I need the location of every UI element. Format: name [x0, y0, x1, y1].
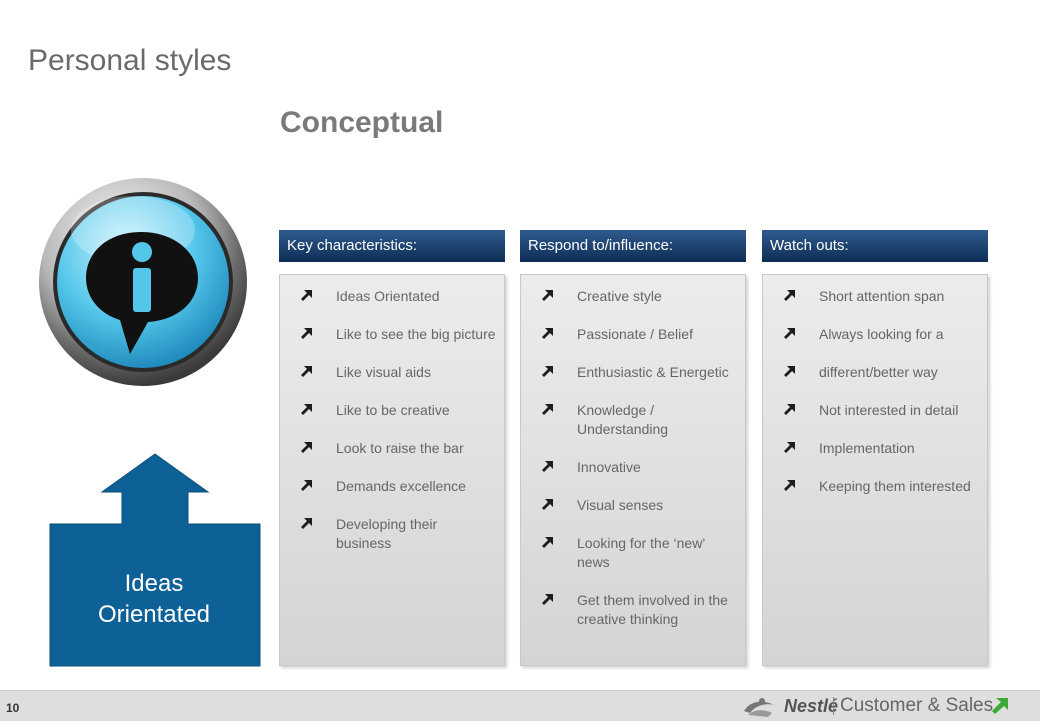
diagonal-arrow-icon [542, 404, 553, 415]
list-item: Creative style [541, 287, 737, 306]
diagonal-arrow-icon [301, 442, 312, 453]
list-item-label: Innovative [577, 459, 641, 475]
arrow-label: Ideas Orientated [48, 568, 260, 630]
slide-title: Personal styles [28, 44, 232, 77]
list-item-label: Look to raise the bar [336, 440, 464, 456]
nest-logo-icon [744, 698, 774, 717]
list-item: Not interested in detail [783, 401, 979, 420]
list-item-label: Developing their business [336, 516, 438, 551]
diagonal-arrow-icon [542, 499, 553, 510]
diagonal-arrow-icon [784, 328, 795, 339]
list-item: Always looking for a [783, 325, 979, 344]
diagonal-arrow-icon [542, 537, 553, 548]
diagonal-arrow-icon [301, 480, 312, 491]
list-item: Keeping them interested [783, 477, 979, 496]
diagonal-arrow-icon [542, 328, 553, 339]
diagonal-arrow-icon [784, 290, 795, 301]
column-body: Creative style Passionate / Belief Enthu… [520, 274, 746, 666]
column-body: Short attention span Always looking for … [762, 274, 988, 666]
list-item: Implementation [783, 439, 979, 458]
page-number: 10 [6, 701, 20, 715]
list-item-label: Enthusiastic & Energetic [577, 364, 729, 380]
list-item: Passionate / Belief [541, 325, 737, 344]
list-item-label: Implementation [819, 440, 915, 456]
column-key-characteristics: Key characteristics: Ideas Orientated Li… [279, 230, 505, 666]
column-watch-outs: Watch outs: Short attention span Always … [762, 230, 988, 666]
column-body: Ideas Orientated Like to see the big pic… [279, 274, 505, 666]
list-item-label: Get them involved in the creative thinki… [577, 592, 728, 627]
green-arrow-icon [992, 698, 1008, 714]
list-item-label: Keeping them interested [819, 478, 971, 494]
diagonal-arrow-icon [784, 480, 795, 491]
column-respond-influence: Respond to/influence: Creative style Pas… [520, 230, 746, 666]
list-item: different/better way [783, 363, 979, 382]
list-item: Enthusiastic & Energetic [541, 363, 737, 382]
list-item: Like visual aids [300, 363, 496, 382]
brand-tagline: Customer & Sales [840, 695, 994, 716]
list-item-label: Creative style [577, 288, 662, 304]
brand-separator [833, 697, 834, 715]
diagonal-arrow-icon [301, 328, 312, 339]
column-header: Key characteristics: [279, 230, 505, 262]
brand-name: Nestlé [784, 696, 839, 716]
list-item-label: Always looking for a [819, 326, 944, 342]
list-item: Like to see the big picture [300, 325, 496, 344]
footer-bar: 10 Nestlé Customer & Sales [0, 690, 1040, 721]
diagonal-arrow-icon [301, 404, 312, 415]
list-item: Innovative [541, 458, 737, 477]
list-item-label: Knowledge / Understanding [577, 402, 669, 437]
arrow-label-line1: Ideas [124, 570, 184, 597]
list-item-label: Short attention span [819, 288, 945, 304]
diagonal-arrow-icon [301, 518, 312, 529]
info-speech-bubble-icon [39, 178, 247, 386]
list-item: Developing their business [300, 515, 496, 553]
arrow-label-line2: Orientated [97, 601, 211, 628]
list-item-label: Like to be creative [336, 402, 450, 418]
diagonal-arrow-icon [301, 366, 312, 377]
diagonal-arrow-icon [301, 290, 312, 301]
up-arrow-shape [49, 453, 261, 667]
list-item: Get them involved in the creative thinki… [541, 591, 737, 629]
list-item-label: Visual senses [577, 497, 664, 513]
list-item-label: Ideas Orientated [336, 288, 440, 304]
list-item: Ideas Orientated [300, 287, 496, 306]
column-header: Respond to/influence: [520, 230, 746, 262]
diagonal-arrow-icon [542, 461, 553, 472]
diagonal-arrow-icon [784, 366, 795, 377]
list-item-label: Like visual aids [336, 364, 431, 380]
diagonal-arrow-icon [784, 442, 795, 453]
diagonal-arrow-icon [542, 290, 553, 301]
column-header: Watch outs: [762, 230, 988, 262]
list-item-label: Looking for the ‘new’ news [577, 535, 705, 570]
list-item-label: Passionate / Belief [577, 326, 693, 342]
list-item-label: Not interested in detail [819, 402, 959, 418]
list-item: Visual senses [541, 496, 737, 515]
list-item-label: Like to see the big picture [336, 326, 496, 342]
list-item: Looking for the ‘new’ news [541, 534, 737, 572]
diagonal-arrow-icon [784, 404, 795, 415]
list-item: Like to be creative [300, 401, 496, 420]
list-item: Knowledge / Understanding [541, 401, 737, 439]
list-item: Demands excellence [300, 477, 496, 496]
list-item-label: different/better way [819, 364, 938, 380]
list-item-label: Demands excellence [336, 478, 466, 494]
slide-subtitle: Conceptual [280, 106, 444, 139]
list-item: Look to raise the bar [300, 439, 496, 458]
diagonal-arrow-icon [542, 366, 553, 377]
list-item: Short attention span [783, 287, 979, 306]
diagonal-arrow-icon [542, 594, 553, 605]
